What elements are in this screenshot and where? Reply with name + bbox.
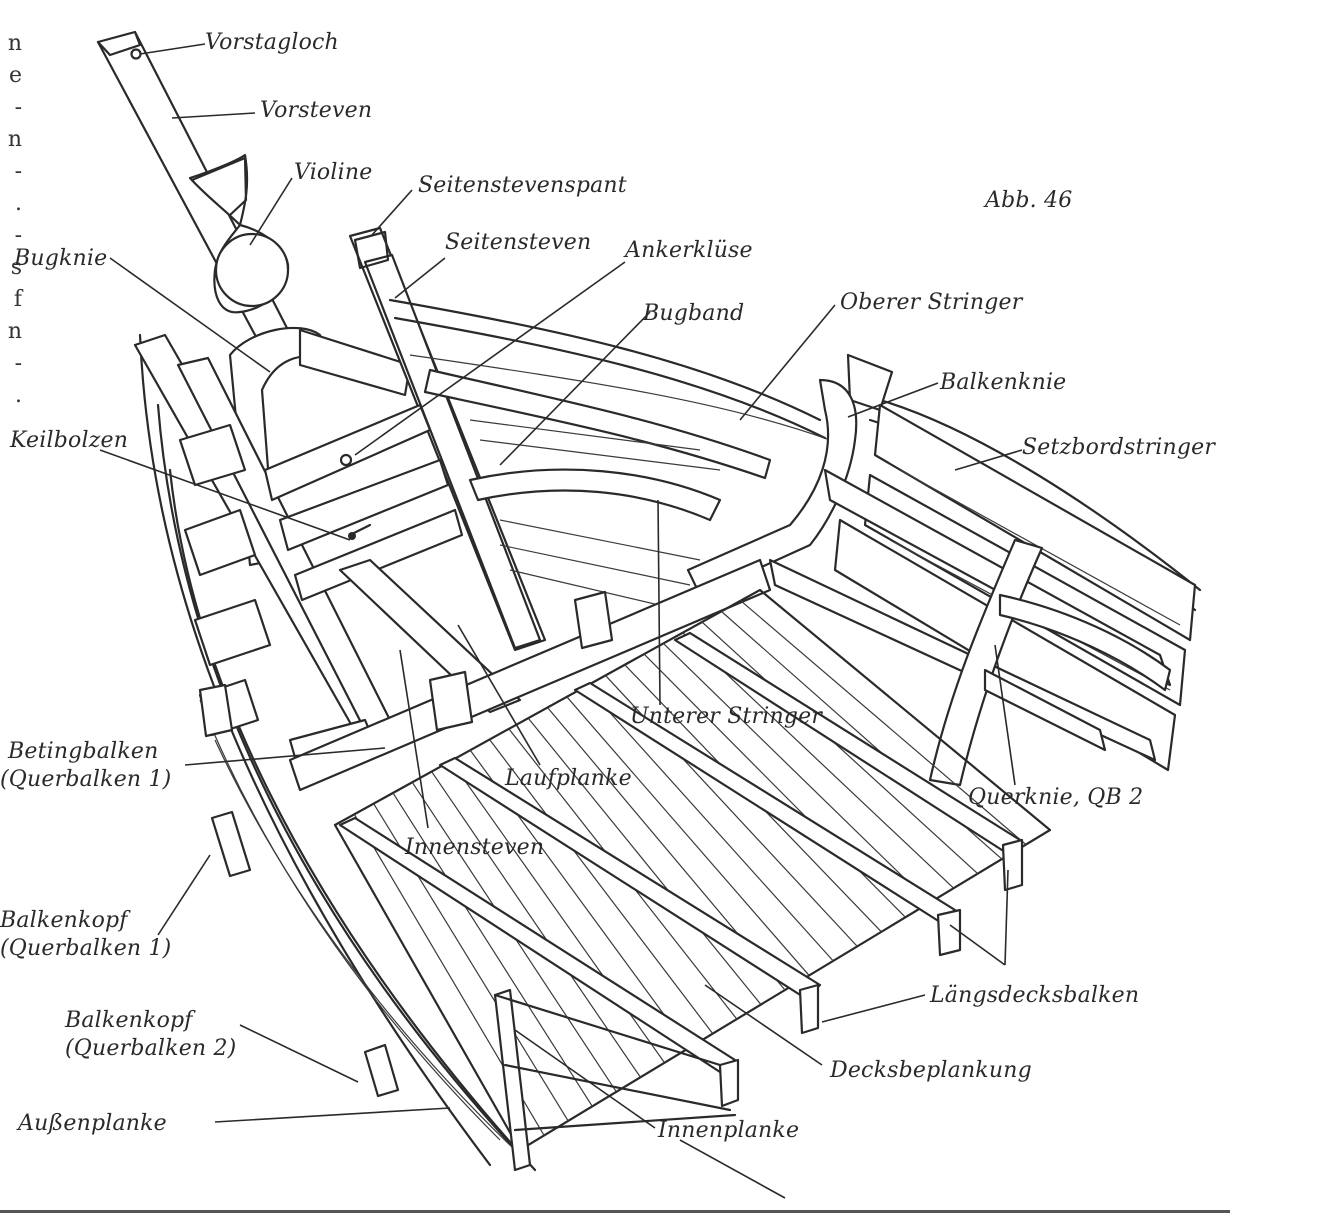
label-betingbalken-line2: (Querbalken 1) bbox=[0, 766, 172, 792]
deck-plank-line bbox=[489, 739, 714, 1034]
deck-plank-line bbox=[392, 792, 593, 1107]
margin-glyph: . bbox=[15, 383, 22, 408]
violine bbox=[188, 153, 290, 314]
label-decksbeplankung: Decksbeplankung bbox=[830, 1058, 1032, 1083]
label-querknie: Querknie, QB 2 bbox=[968, 785, 1144, 810]
laufplanke bbox=[288, 558, 772, 792]
label-vorstagloch: Vorstagloch bbox=[205, 30, 339, 55]
interior-planking bbox=[468, 419, 722, 611]
deck-plank-line bbox=[740, 600, 1027, 846]
margin-glyph: n bbox=[7, 319, 22, 344]
label-betingbalken: Betingbalken (Querbalken 1) bbox=[0, 738, 171, 793]
margin-glyph: e bbox=[8, 63, 22, 88]
label-ankerkluese: Ankerklüse bbox=[625, 238, 753, 263]
balkenkopf-blocks bbox=[198, 683, 400, 1098]
label-balkenkopf-1-line1: Balkenkopf bbox=[0, 908, 128, 933]
deck-plank-line bbox=[527, 717, 762, 1005]
label-bugband: Bugband bbox=[643, 301, 745, 326]
bottom-rule bbox=[0, 1210, 1230, 1213]
label-unterer-stringer: Unterer Stringer bbox=[630, 704, 823, 729]
margin-glyph: n bbox=[7, 127, 22, 152]
label-laengsdecksbalken: Längsdecksbalken bbox=[930, 983, 1140, 1008]
deck-plank-line bbox=[566, 696, 810, 976]
querknie bbox=[928, 538, 1172, 787]
label-balkenkopf-2-line1: Balkenkopf bbox=[65, 1008, 193, 1033]
margin-glyph: - bbox=[14, 159, 22, 184]
deck-plank-line bbox=[701, 621, 979, 875]
label-seitensteven: Seitensteven bbox=[445, 230, 592, 255]
label-balkenkopf-1-line2: (Querbalken 1) bbox=[0, 935, 172, 961]
figure-reference: Abb. 46 bbox=[985, 188, 1073, 213]
deck-plank-line bbox=[682, 632, 955, 889]
deck-plank-line bbox=[585, 685, 834, 962]
label-balkenkopf-2-line2: (Querbalken 2) bbox=[65, 1035, 237, 1061]
deck-plank-line bbox=[662, 642, 930, 904]
label-balkenkopf-2: Balkenkopf (Querbalken 2) bbox=[65, 1007, 236, 1062]
label-setzbordstringer: Setzbordstringer bbox=[1022, 435, 1216, 460]
label-seitenstevenspant: Seitenstevenspant bbox=[418, 173, 627, 198]
leader-lines bbox=[99, 43, 1023, 1199]
label-balkenknie: Balkenknie bbox=[940, 370, 1067, 395]
label-betingbalken-line1: Betingbalken bbox=[8, 739, 159, 764]
margin-glyph: - bbox=[14, 351, 22, 376]
label-balkenkopf-1: Balkenkopf (Querbalken 1) bbox=[0, 907, 171, 962]
label-keilbolzen: Keilbolzen bbox=[10, 428, 129, 453]
margin-glyph: f bbox=[13, 287, 22, 312]
label-vorsteven: Vorsteven bbox=[260, 98, 373, 123]
margin-glyph: - bbox=[14, 223, 22, 248]
margin-glyph: - bbox=[14, 95, 22, 120]
deck bbox=[333, 588, 1052, 1172]
margin-glyph: . bbox=[15, 191, 22, 216]
label-laufplanke: Laufplanke bbox=[505, 766, 632, 791]
margin-glyph: s bbox=[10, 255, 22, 280]
deck-plank-line bbox=[431, 771, 641, 1078]
margin-glyph: n bbox=[7, 31, 22, 56]
label-oberer-stringer: Oberer Stringer bbox=[840, 290, 1023, 315]
label-innensteven: Innensteven bbox=[405, 835, 545, 860]
label-aussenplanke: Außenplanke bbox=[18, 1111, 167, 1136]
balkenknie bbox=[686, 353, 894, 597]
label-innenplanke: Innenplanke bbox=[658, 1118, 800, 1143]
label-violine: Violine bbox=[294, 160, 373, 185]
label-bugknie: Bugknie bbox=[14, 246, 108, 271]
